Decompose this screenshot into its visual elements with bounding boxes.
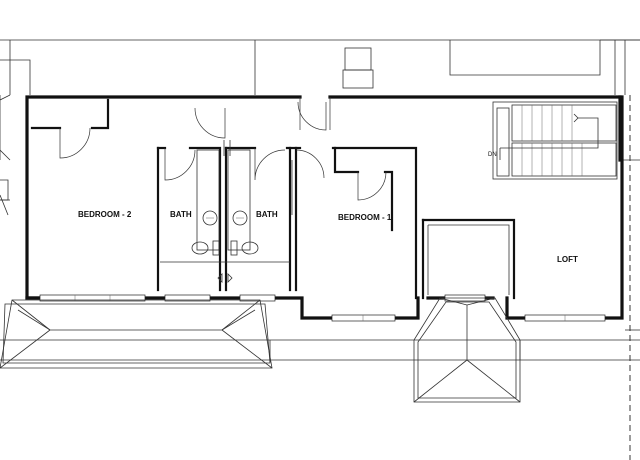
stairs: DN <box>488 101 618 180</box>
room-labels: BEDROOM - 2 BATH BATH BEDROOM - 1 LOFT <box>78 210 578 264</box>
room-label-bath-left: BATH <box>170 210 192 219</box>
stair-treads-lower <box>521 143 583 176</box>
room-label-bedroom-2: BEDROOM - 2 <box>78 210 132 219</box>
chimney <box>342 47 374 89</box>
room-label-bedroom-1: BEDROOM - 1 <box>338 213 392 222</box>
lower-roof-center <box>413 297 521 403</box>
lower-roof-left <box>0 299 273 369</box>
room-label-bath-right: BATH <box>256 210 278 219</box>
context-lines <box>0 39 640 362</box>
bath-fixtures <box>160 140 293 283</box>
stair-direction-label: DN <box>488 152 497 158</box>
stair-treads-upper <box>521 105 573 141</box>
room-label-loft: LOFT <box>557 255 578 264</box>
interior-walls <box>30 98 516 300</box>
doors <box>59 97 387 201</box>
